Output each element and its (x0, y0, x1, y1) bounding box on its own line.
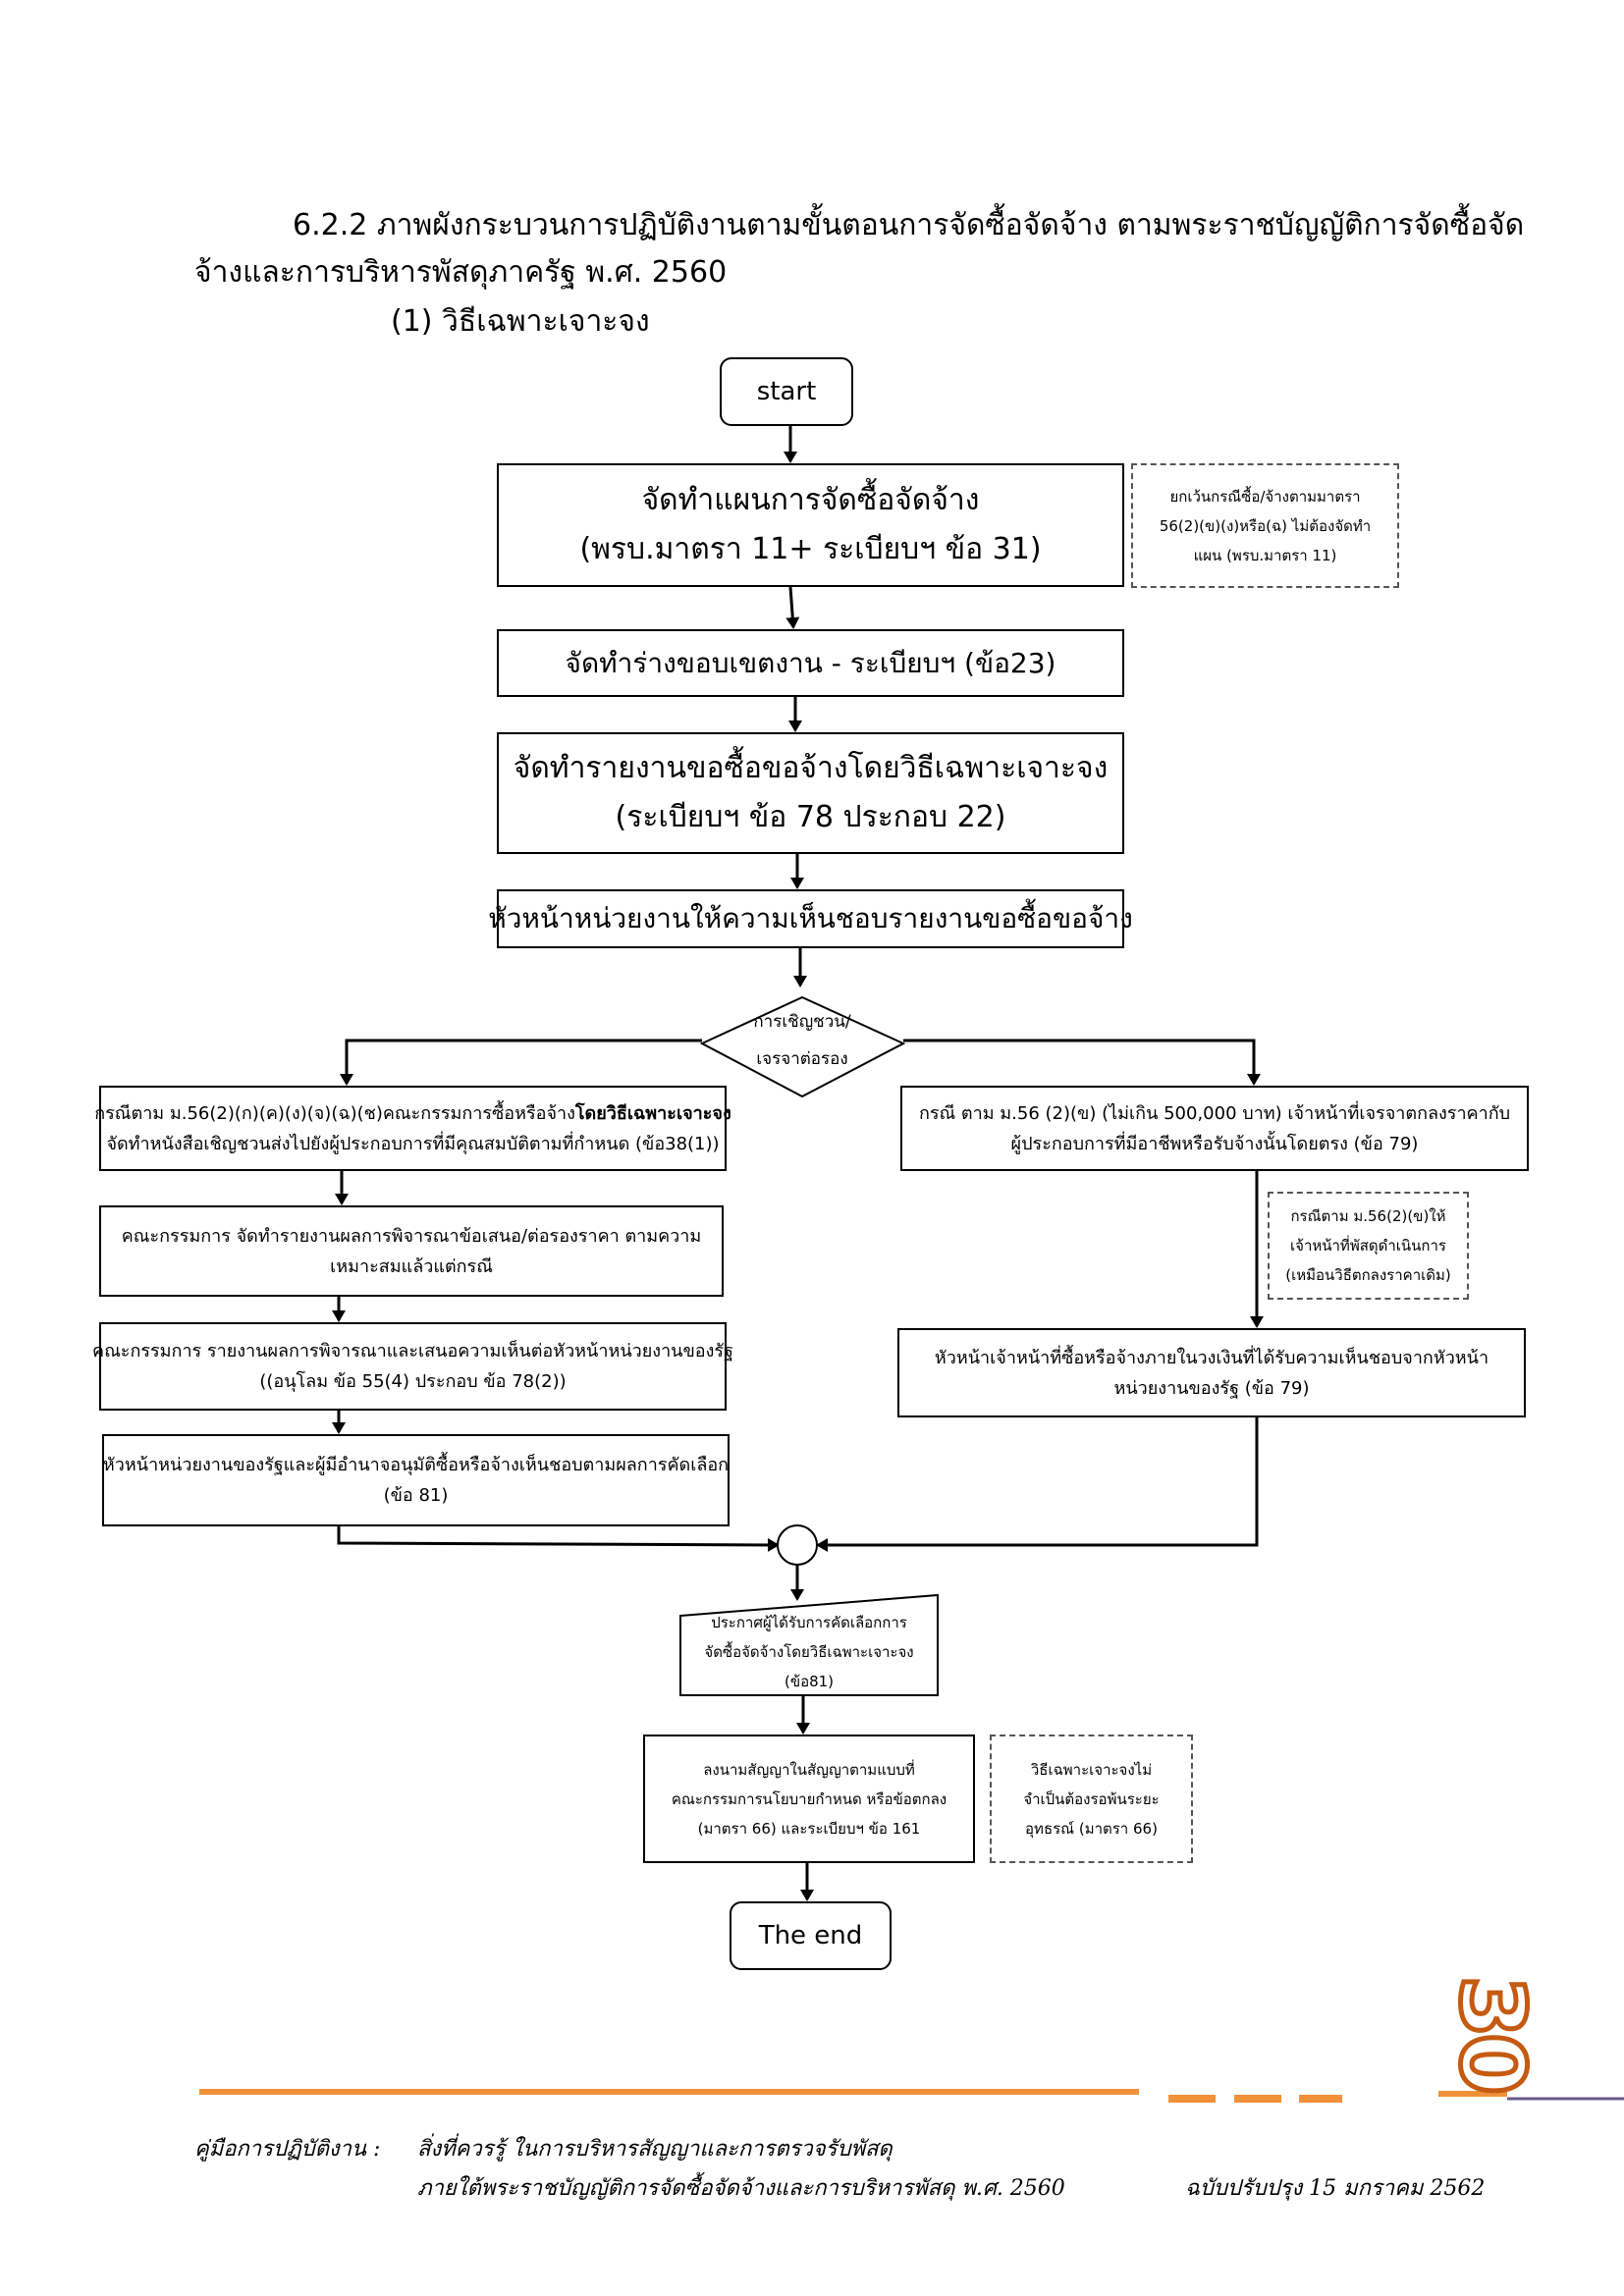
step-report-line1: จัดทำรายงานขอซื้อขอจ้างโดยวิธีเฉพาะเจาะจ… (513, 751, 1109, 785)
page-number: 30 (1438, 1969, 1546, 2097)
footer-rules (199, 2089, 1624, 2103)
step-plan-box: จัดทำแผนการจัดซื้อจัดจ้าง (พรบ.มาตรา 11+… (497, 463, 1124, 587)
left-step-invite-prefix: กรณีตาม ม.56(2)(ก)(ค)(ง)(จ)(ฉ)(ช)คณะกรรม… (94, 1102, 575, 1124)
decision-diamond (699, 995, 906, 1098)
right-step-chief-line2: หน่วยงานของรัฐ (ข้อ 79) (1113, 1377, 1310, 1399)
start-label: start (756, 377, 817, 406)
right-note-box: กรณีตาม ม.56(2)(ข)ให้ เจ้าหน้าที่พัสดุดำ… (1268, 1192, 1469, 1300)
arrow-decision-right (903, 1039, 1261, 1086)
contract-line2: คณะกรรมการนโยบายกำหนด หรือข้อตกลง (671, 1789, 947, 1808)
left-step-committee-line1: คณะกรรมการ รายงานผลการพิจารณาและเสนอความ… (92, 1341, 733, 1362)
left-step-invite-line1: กรณีตาม ม.56(2)(ก)(ค)(ง)(จ)(ฉ)(ช)คณะกรรม… (94, 1098, 731, 1129)
start-terminal: start (720, 357, 853, 426)
announce-line3: (ข้อ81) (784, 1672, 835, 1690)
left-step-invite-box: กรณีตาม ม.56(2)(ก)(ค)(ง)(จ)(ฉ)(ช)คณะกรรม… (94, 1086, 731, 1171)
step-head-approve-box: หัวหน้าหน่วยงานให้ความเห็นชอบรายงานขอซื้… (488, 889, 1133, 948)
end-terminal: The end (730, 1901, 892, 1970)
section-heading-line3: (1) วิธีเฉพาะเจาะจง (391, 304, 650, 339)
arrow-right2-merge (816, 1417, 1259, 1552)
left-step-invite-line2: จัดทำหนังสือเชิญชวนส่งไปยังผู้ประกอบการท… (106, 1133, 720, 1154)
contract-note-box: วิธีเฉพาะเจาะจงไม่ จำเป็นต้องรอพ้นระยะ อ… (990, 1735, 1193, 1863)
note-plan-line3: แผน (พรบ.มาตรา 11) (1193, 546, 1337, 564)
footer-title-line1: สิ่งที่ควรรู้ ในการบริหารสัญญาและการตรวจ… (417, 2137, 893, 2162)
step-head-approve-label: หัวหน้าหน่วยงานให้ความเห็นชอบรายงานขอซื้… (488, 902, 1133, 934)
note-plan-line2: 56(2)(ข)(ง)หรือ(ฉ) ไม่ต้องจัดทำ (1159, 516, 1372, 535)
left-step-evaluate-line2: เหมาะสมแล้วแต่กรณี (330, 1255, 493, 1277)
contract-line3: (มาตรา 66) และระเบียบฯ ข้อ 161 (697, 1819, 921, 1838)
left-step-evaluate-box: คณะกรรมการ จัดทำรายงานผลการพิจารณาข้อเสน… (99, 1205, 724, 1297)
right-note-line3: (เหมือนวิธีตกลงราคาเดิม) (1285, 1266, 1451, 1284)
left-step-committee-report-box: คณะกรรมการ รายงานผลการพิจารณาและเสนอความ… (92, 1322, 733, 1411)
decision-line2: เจรจาต่อรอง (756, 1049, 848, 1069)
decision-label: การเชิญชวน/ เจรจาต่อรอง (724, 1003, 881, 1078)
announce-shape (679, 1593, 939, 1696)
step-plan-line1: จัดทำแผนการจัดซื้อจัดจ้าง (641, 483, 980, 517)
right-note-line2: เจ้าหน้าที่พัสดุดำเนินการ (1290, 1237, 1446, 1255)
contract-note-line1: วิธีเฉพาะเจาะจงไม่ (1030, 1760, 1153, 1779)
note-plan-line1: ยกเว้นกรณีซื้อ/จ้างตามมาตรา (1169, 487, 1361, 506)
left-step-approval-box: หัวหน้าหน่วยงานของรัฐและผู้มีอำนาจอนุมัต… (102, 1434, 730, 1526)
decision-line1: การเชิญชวน/ (753, 1012, 851, 1032)
contract-box: ลงนามสัญญาในสัญญาตามแบบที่ คณะกรรมการนโย… (643, 1735, 975, 1863)
step-report-box: จัดทำรายงานขอซื้อขอจ้างโดยวิธีเฉพาะเจาะจ… (497, 732, 1124, 854)
page-number-text: 30 (1438, 1973, 1546, 2093)
announce-line1: ประกาศผู้ได้รับการคัดเลือกการ (711, 1613, 907, 1631)
right-note-line1: กรณีตาม ม.56(2)(ข)ให้ (1290, 1207, 1446, 1225)
left-step-evaluate-line1: คณะกรรมการ จัดทำรายงานผลการพิจารณาข้อเสน… (121, 1225, 702, 1247)
left-step-committee-line2: ((อนุโลม ข้อ 55(4) ประกอบ ข้อ 78(2)) (259, 1371, 567, 1392)
footer-edition: ฉบับปรับปรุง 15 มกราคม 2562 (1185, 2176, 1486, 2201)
contract-note-line3: อุทธรณ์ (มาตรา 66) (1025, 1819, 1158, 1838)
right-step-chief-line1: หัวหน้าเจ้าหน้าที่ซื้อหรือจ้างภายในวงเงิ… (934, 1347, 1489, 1368)
contract-note-line2: จำเป็นต้องรอพ้นระยะ (1023, 1789, 1160, 1808)
right-step-negotiate-line1: กรณี ตาม ม.56 (2)(ข) (ไม่เกิน 500,000 บา… (918, 1102, 1511, 1124)
left-step-approval-line2: (ข้อ 81) (383, 1485, 449, 1506)
end-label: The end (758, 1921, 863, 1950)
announce-text: ประกาศผู้ได้รับการคัดเลือกการ จัดซื้อจัด… (684, 1610, 934, 1693)
step-report-line2: (ระเบียบฯ ข้อ 78 ประกอบ 22) (615, 800, 1006, 834)
contract-line1: ลงนามสัญญาในสัญญาตามแบบที่ (703, 1760, 915, 1779)
step-plan-line2: (พรบ.มาตรา 11+ ระเบียบฯ ข้อ 31) (579, 532, 1042, 566)
note-plan-box: ยกเว้นกรณีซื้อ/จ้างตามมาตรา 56(2)(ข)(ง)ห… (1131, 463, 1399, 588)
section-heading-line2: จ้างและการบริหารพัสดุภาครัฐ พ.ศ. 2560 (194, 255, 728, 290)
step-scope-box: จัดทำร่างขอบเขตงาน - ระเบียบฯ (ข้อ23) (497, 629, 1124, 697)
arrow-plan-scope (785, 586, 800, 629)
left-step-approval-line1: หัวหน้าหน่วยงานของรัฐและผู้มีอำนาจอนุมัต… (102, 1455, 730, 1475)
left-step-invite-bold: โดยวิธีเฉพาะเจาะจง (574, 1102, 731, 1124)
announce-line2: จัดซื้อจัดจ้างโดยวิธีเฉพาะเจาะจง (704, 1642, 914, 1661)
right-step-negotiate-box: กรณี ตาม ม.56 (2)(ข) (ไม่เกิน 500,000 บา… (900, 1086, 1529, 1171)
merge-connector (777, 1524, 818, 1566)
footer-title-line2: ภายใต้พระราชบัญญัติการจัดซื้อจัดจ้างและก… (417, 2176, 1065, 2201)
arrow-left4-merge (337, 1526, 780, 1552)
section-heading-line1: 6.2.2 ภาพผังกระบวนการปฏิบัติงานตามขั้นตอ… (293, 208, 1525, 242)
right-step-negotiate-line2: ผู้ประกอบการที่มีอาชีพหรือรับจ้างนั้นโดย… (1010, 1133, 1419, 1154)
arrow-decision-left (340, 1039, 702, 1086)
step-scope-label: จัดทำร่างขอบเขตงาน - ระเบียบฯ (ข้อ23) (565, 646, 1056, 679)
footer-label: คู่มือการปฏิบัติงาน : (194, 2137, 381, 2162)
right-step-chief-approve-box: หัวหน้าเจ้าหน้าที่ซื้อหรือจ้างภายในวงเงิ… (897, 1328, 1526, 1417)
